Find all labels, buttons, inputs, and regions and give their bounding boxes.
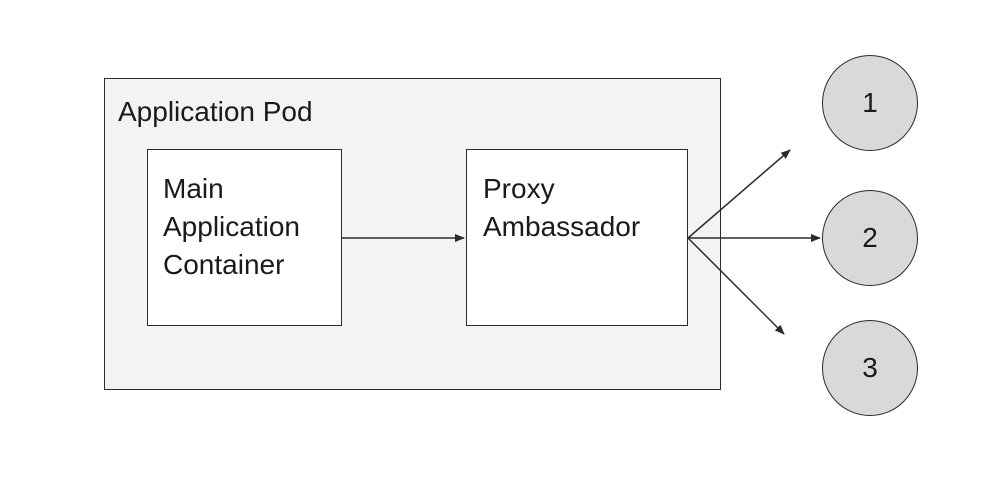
main-application-container: Main Application Container [147,149,342,326]
target-node-2: 2 [822,190,918,286]
proxy-ambassador-label: Proxy Ambassador [483,173,641,242]
target-node-1: 1 [822,55,918,151]
pod-title: Application Pod [118,96,313,127]
proxy-ambassador: Proxy Ambassador [466,149,688,326]
target-node-3: 3 [822,320,918,416]
arrow-proxy-to-3 [687,237,785,335]
main-container-label: Main Application Container [163,173,300,280]
arrow-proxy-to-1 [687,149,791,239]
